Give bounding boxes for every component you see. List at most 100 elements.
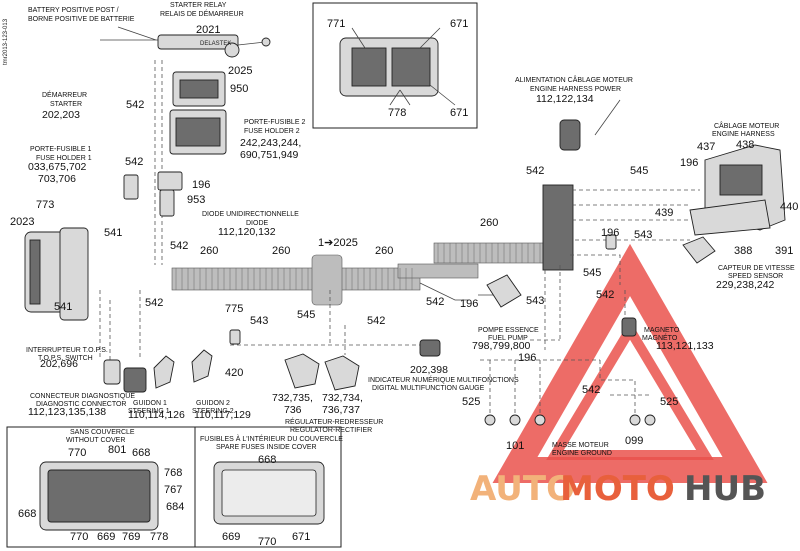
fuel-refs: 798,799,800 <box>472 340 531 352</box>
starter-label-2: STARTER <box>50 101 82 108</box>
fuse-669-a: 669 <box>97 531 115 543</box>
diode-refs: 112,120,132 <box>218 226 276 238</box>
speed-sensor-label-2: SPEED SENSOR <box>728 273 783 280</box>
regulator-label-2: REGULATOR-RECTIFIER <box>290 427 372 434</box>
steering2-refs: 110,117,129 <box>194 409 251 421</box>
ref-773: 773 <box>36 199 54 211</box>
diag-label-1: CONNECTEUR DIAGNOSTIQUE <box>30 393 135 400</box>
magneto-label-1: MAGNETO <box>644 327 680 334</box>
diag-label-2: DIAGNOSTIC CONNECTOR <box>36 401 127 408</box>
fuse-770-b: 770 <box>70 531 88 543</box>
ref-542-d: 542 <box>526 165 544 177</box>
inset-bottom-covers <box>6 426 342 548</box>
spare-fuses-label-2: SPARE FUSES INSIDE COVER <box>216 444 317 451</box>
ref-196-a: 196 <box>192 179 210 191</box>
ref-542-f: 542 <box>367 315 385 327</box>
ref-420: 420 <box>225 367 243 379</box>
steering2-label-2: STEERING 2 <box>192 408 234 415</box>
fuse-box-spare-fuses <box>213 461 325 525</box>
ref-541-b: 541 <box>54 301 72 313</box>
fuse-668-b: 668 <box>18 508 36 520</box>
watermark-triangle-inner <box>546 320 714 460</box>
watermark-triangle-outer <box>492 243 768 483</box>
ref-545-a: 545 <box>630 165 648 177</box>
ref-099: 099 <box>625 435 643 447</box>
fuse1-refs-a: 033,675,702 <box>28 161 87 173</box>
fuse-668-a: 668 <box>132 447 150 459</box>
fuse1-refs-b: 703,706 <box>38 173 76 185</box>
ref-545-c: 545 <box>297 309 315 321</box>
ref-542-c: 542 <box>170 240 188 252</box>
gauge-label-1: INDICATEUR NUMÉRIQUE MULTIFONCTIONS <box>368 375 519 384</box>
components <box>24 34 786 426</box>
ref-542-a: 542 <box>126 99 144 111</box>
ref-196-e: 196 <box>518 352 536 364</box>
watermark-moto: MOTO <box>560 469 675 509</box>
steering1-refs: 110,114,126 <box>128 409 185 421</box>
inset-top-connector <box>312 2 478 129</box>
starter-relay-label-2: RELAIS DE DÉMARREUR <box>160 9 244 18</box>
engine-harness-label-1: CÂBLAGE MOTEUR <box>714 121 779 130</box>
spare-669: 669 <box>222 531 240 543</box>
speed-sensor-label-1: CAPTEUR DE VITESSE <box>718 265 795 272</box>
fuse-801: 801 <box>108 444 126 456</box>
ref-950: 950 <box>230 83 248 95</box>
ref-260-c: 260 <box>375 245 393 257</box>
ref-101: 101 <box>506 440 524 452</box>
gauge-refs: 202,398 <box>410 364 448 376</box>
starter-relay-label-1: STARTER RELAY <box>170 2 227 9</box>
fuse-767: 767 <box>164 484 182 496</box>
relay-tag: DELASTEK <box>200 41 231 47</box>
reference-numbers: 2021 2025 950 542 242,243,244, 690,751,9… <box>10 18 798 548</box>
engine-power-label-2: ENGINE HARNESS POWER <box>530 86 621 93</box>
ref-542-e: 542 <box>145 297 163 309</box>
ref-388: 388 <box>734 245 752 257</box>
inset-top-connector-drawing <box>339 27 456 106</box>
engine-power-refs: 112,122,134 <box>536 93 594 105</box>
ref-196-d: 196 <box>460 298 478 310</box>
diag-refs: 112,123,135,138 <box>28 406 106 418</box>
tops-label-2: T.O.P.S. SWITCH <box>38 355 93 362</box>
engine-power-label-1: ALIMENTATION CÂBLAGE MOTEUR <box>515 75 633 84</box>
ref-543-c: 543 <box>526 295 544 307</box>
fuse-778: 778 <box>150 531 168 543</box>
inset-ref-778: 778 <box>388 107 406 119</box>
ref-439: 439 <box>655 207 673 219</box>
diode-label-1: DIODE UNIDIRECTIONNELLE <box>202 211 299 218</box>
fuse-768: 768 <box>164 467 182 479</box>
without-cover-label-1: SANS COUVERCLE <box>70 429 135 436</box>
ref-541-a: 541 <box>104 227 122 239</box>
ref-775: 775 <box>225 303 243 315</box>
gauge-label-2: DIGITAL MULTIFUNCTION GAUGE <box>372 385 485 392</box>
ref-525-b: 525 <box>660 396 678 408</box>
ref-542-i: 542 <box>582 384 600 396</box>
ref-2021: 2021 <box>196 24 220 36</box>
fuse2-refs-b: 690,751,949 <box>240 149 299 161</box>
ref-260-b: 260 <box>272 245 290 257</box>
starter-label-1: DÉMARREUR <box>42 90 87 99</box>
steering1-label-1: GUIDON 1 <box>133 400 167 407</box>
without-cover-label-2: WITHOUT COVER <box>66 437 125 444</box>
inset-ref-671-b: 671 <box>450 107 468 119</box>
ref-438: 438 <box>736 139 754 151</box>
fuse-holder-1-label-2: FUSE HOLDER 1 <box>36 155 92 162</box>
steering1-label-2: STEERING 1 <box>128 408 170 415</box>
spare-770: 770 <box>258 536 276 548</box>
spare-671: 671 <box>292 531 310 543</box>
ref-2023: 2023 <box>10 216 34 228</box>
ref-260-d: 260 <box>480 217 498 229</box>
engine-harness-label-2: ENGINE HARNESS <box>712 131 775 138</box>
inset-ref-671-a: 671 <box>450 18 468 30</box>
ref-542-h: 542 <box>596 289 614 301</box>
fuse-holder-2-label-1: PORTE-FUSIBLE 2 <box>244 119 305 126</box>
reg-refs-d: 736,737 <box>322 404 360 416</box>
watermark-auto: AUTO <box>470 469 575 509</box>
fuse-holder-2-label-2: FUSE HOLDER 2 <box>244 128 300 135</box>
diode-label-2: DIODE <box>246 220 269 227</box>
ref-953: 953 <box>187 194 205 206</box>
reg-refs-a: 732,735, <box>272 392 313 404</box>
magneto-label-2: MAGNÉTO <box>642 333 678 342</box>
ground-label-2: ENGINE GROUND <box>552 450 612 457</box>
ref-543-a: 543 <box>634 229 652 241</box>
watermark-hub: HUB <box>684 469 766 509</box>
